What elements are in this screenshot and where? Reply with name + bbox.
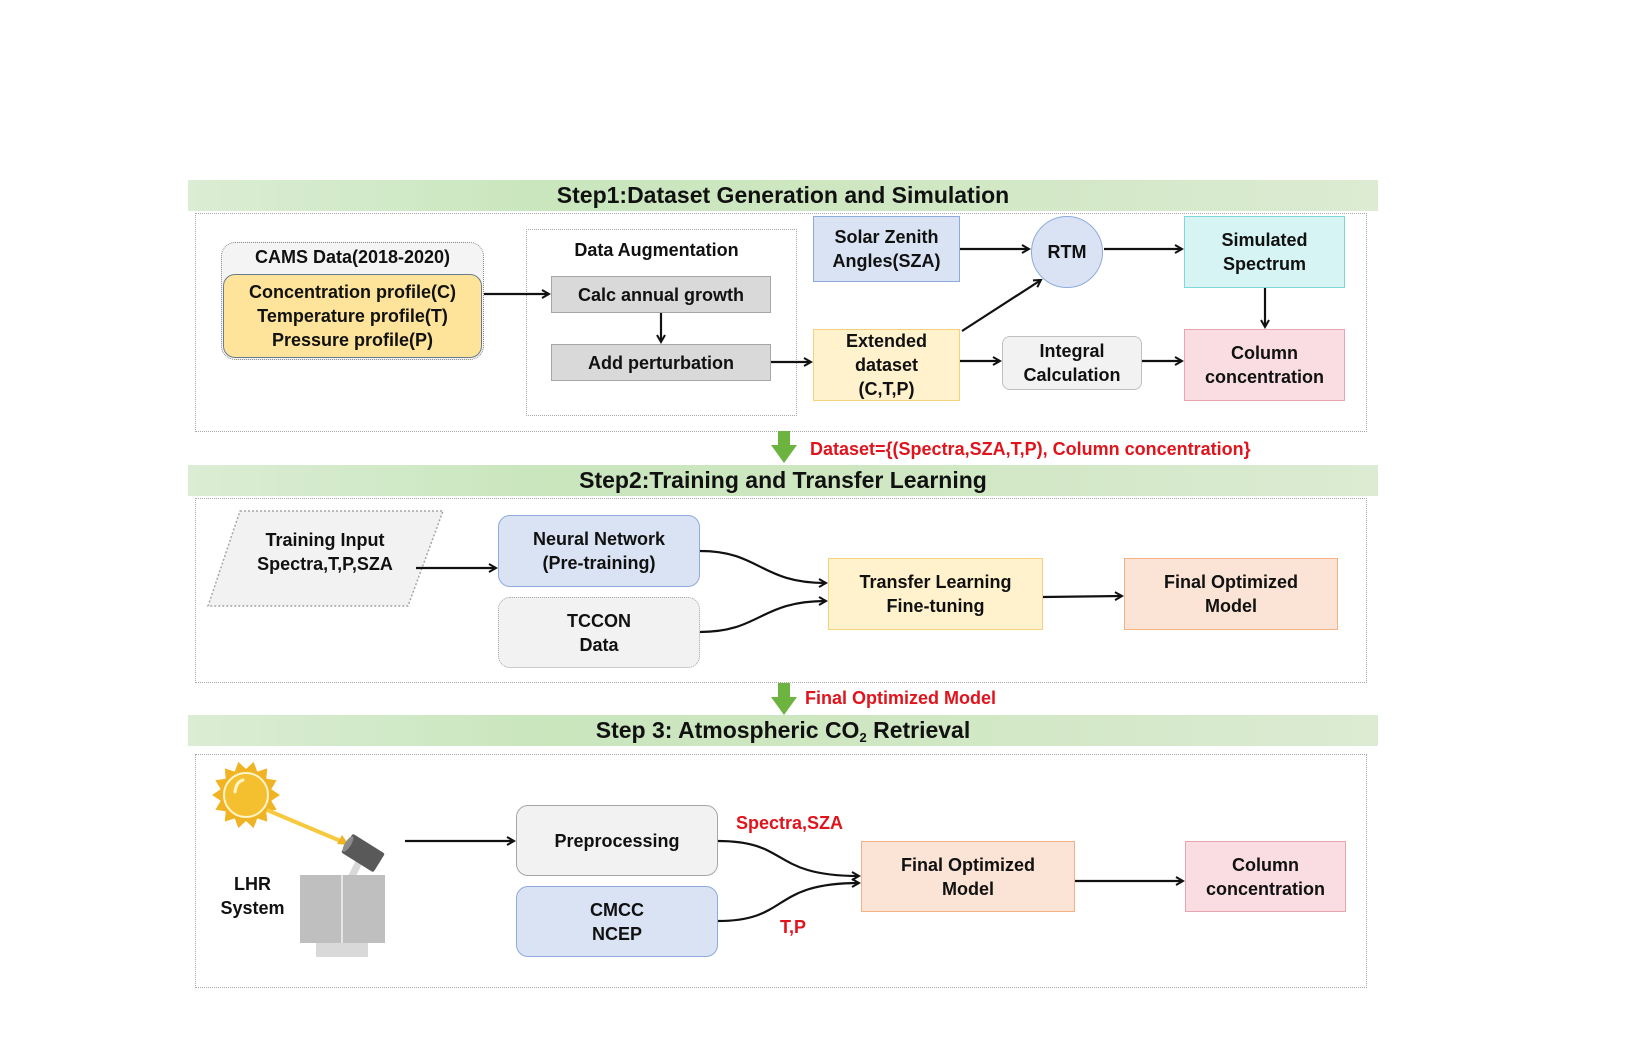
step2-final-model-box: Final Optimized Model	[1124, 558, 1338, 630]
step3-title-subscript: 2	[859, 729, 867, 745]
tccon-line1: TCCON	[567, 610, 631, 631]
step3-title-suffix: Retrieval	[866, 716, 971, 743]
spectra-sza-label: Spectra,SZA	[736, 813, 844, 833]
neural-network-line2: (Pre-training)	[542, 553, 656, 573]
rtm-node: RTM	[1031, 216, 1103, 288]
training-input-line2: Spectra,T,P,SZA	[257, 554, 393, 574]
augmentation-group	[526, 229, 797, 416]
lhr-illustration	[212, 761, 385, 957]
training-input-label: Training Input Spectra,T,P,SZA	[225, 525, 425, 579]
transfer-learning-line2: Fine-tuning	[886, 596, 985, 616]
extended-dataset-line1: Extended	[845, 331, 928, 351]
sunlight-beam-icon	[266, 808, 349, 845]
preprocessing-label: Preprocessing	[554, 830, 680, 851]
ncep-label: NCEP	[591, 923, 642, 944]
integral-calculation-box: Integral Calculation	[1002, 336, 1142, 390]
step1-title: Step1:Dataset Generation and Simulation	[556, 182, 1010, 208]
training-input-shape	[206, 510, 445, 607]
calc-growth-box: Calc annual growth	[551, 276, 771, 313]
neural-network-line1: Neural Network	[532, 529, 666, 549]
step2-title: Step2:Training and Transfer Learning	[579, 467, 987, 493]
simulated-spectrum-box: Simulated Spectrum	[1184, 216, 1345, 288]
step3-title-prefix: Step 3: Atmospheric CO	[595, 716, 860, 743]
step3-header: Step 3: Atmospheric CO2 Retrieval	[188, 715, 1378, 746]
augmentation-title: Data Augmentation	[574, 240, 739, 260]
tccon-data-box: TCCON Data	[498, 597, 700, 668]
step1-column-line2: concentration	[1204, 367, 1324, 387]
sun-icon	[212, 761, 280, 829]
integral-line2: Calculation	[1023, 365, 1121, 385]
tp-label: T,P	[780, 917, 807, 937]
green-down-arrow-2	[771, 683, 797, 715]
transfer-learning-line1: Transfer Learning	[859, 572, 1012, 592]
lhr-line2: System	[220, 898, 285, 918]
cams-line-pressure: Pressure profile(P)	[271, 330, 434, 350]
dataset-annotation: Dataset={(Spectra,SZA,T,P), Column conce…	[810, 439, 1251, 459]
calc-growth-label: Calc annual growth	[577, 284, 745, 305]
simulated-spectrum-line2: Spectrum	[1222, 254, 1307, 274]
lhr-line1: LHR	[234, 874, 271, 894]
cams-line-temperature: Temperature profile(T)	[257, 306, 448, 326]
step2-final-model-line2: Model	[1205, 596, 1257, 616]
sza-line1: Solar Zenith	[834, 227, 939, 247]
cams-line-concentration: Concentration profile(C)	[249, 282, 456, 302]
neural-network-box: Neural Network (Pre-training)	[498, 515, 700, 587]
step1-header: Step1:Dataset Generation and Simulation	[188, 180, 1378, 211]
step3-column-concentration-box: Column concentration	[1185, 841, 1346, 912]
add-perturbation-box: Add perturbation	[551, 344, 771, 381]
step1-column-concentration-box: Column concentration	[1184, 329, 1345, 401]
step3-column-line2: concentration	[1205, 878, 1325, 899]
step3-final-model-box: Final Optimized Model	[861, 841, 1075, 912]
tccon-line2: Data	[579, 634, 619, 655]
training-input-line1: Training Input	[265, 530, 385, 550]
step2-header: Step2:Training and Transfer Learning	[188, 465, 1378, 496]
sza-line2: Angles(SZA)	[832, 251, 941, 271]
extended-dataset-line3: (C,T,P)	[858, 379, 915, 399]
telescope-icon	[341, 834, 385, 880]
final-model-annotation: Final Optimized Model	[805, 688, 997, 708]
step3-panel	[195, 754, 1367, 988]
step2-panel	[195, 498, 1367, 683]
extended-dataset-box: Extended dataset (C,T,P)	[813, 329, 960, 401]
cmcc-label: CMCC	[590, 899, 644, 920]
step3-final-model-line2: Model	[942, 878, 994, 899]
cams-title: CAMS Data(2018-2020)	[254, 247, 451, 267]
cams-profiles-box: Concentration profile(C) Temperature pro…	[223, 274, 482, 358]
green-down-arrow-1	[771, 431, 797, 463]
spectrometer-icon	[300, 875, 385, 957]
step3-final-model-line1: Final Optimized	[900, 854, 1035, 875]
rtm-label: RTM	[1047, 242, 1087, 262]
step3-column-line1: Column	[1232, 854, 1299, 875]
integral-line1: Integral	[1039, 341, 1105, 361]
lhr-system-label: LHR System	[210, 870, 295, 922]
step2-final-model-line1: Final Optimized	[1163, 572, 1298, 592]
step1-column-line1: Column	[1231, 343, 1298, 363]
sza-box: Solar Zenith Angles(SZA)	[813, 216, 960, 282]
preprocessing-box: Preprocessing	[516, 805, 718, 876]
step3-title: Step 3: Atmospheric CO2 Retrieval	[596, 717, 971, 745]
transfer-learning-box: Transfer Learning Fine-tuning	[828, 558, 1043, 630]
cmcc-ncep-box: CMCC NCEP	[516, 886, 718, 957]
add-perturbation-label: Add perturbation	[588, 352, 734, 373]
simulated-spectrum-line1: Simulated	[1221, 230, 1308, 250]
extended-dataset-line2: dataset	[854, 355, 919, 375]
